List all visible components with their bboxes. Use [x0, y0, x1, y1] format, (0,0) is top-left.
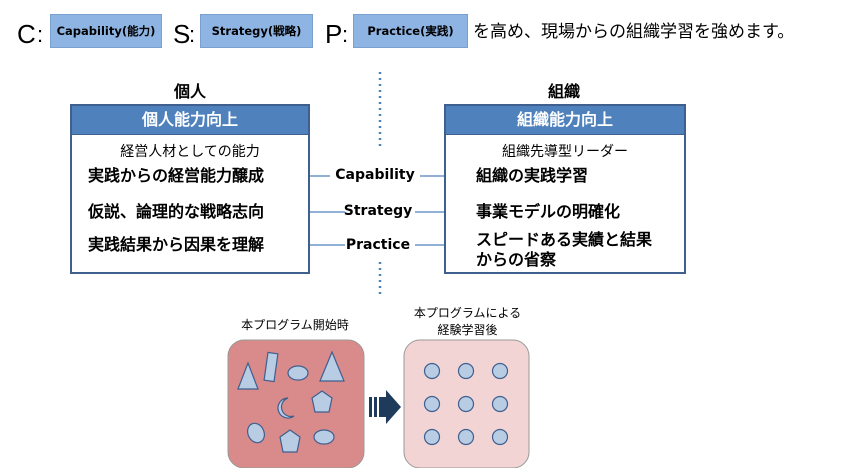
right-row-3b: からの省察 [476, 250, 557, 269]
moon-shape [277, 397, 295, 419]
practice-box: Practice(実践) [353, 14, 468, 48]
s-letter: S [173, 19, 191, 49]
triangle-shape-2 [319, 350, 345, 382]
c-letter: C [17, 19, 36, 49]
tagline: を高め、現場からの組織学習を強めます。 [473, 22, 795, 42]
p-letter: P [325, 19, 343, 49]
right-row-1: 組織の実践学習 [476, 166, 589, 185]
label-strategy: Strategy [343, 203, 413, 219]
left-row-1: 実践からの経営能力醸成 [88, 166, 265, 185]
triangle-shape [237, 361, 259, 390]
arrow-stripe-1 [369, 397, 372, 417]
c-colon: : [37, 22, 44, 47]
strategy-box: Strategy(戦略) [200, 14, 313, 48]
oval-shape [287, 365, 309, 381]
after-caption-line1: 本プログラムによる [413, 306, 522, 320]
arrow-stripe-2 [374, 397, 377, 417]
left-panel-header: 個人能力向上 [72, 106, 308, 135]
before-caption: 本プログラム開始時 [241, 318, 349, 332]
label-practice: Practice [345, 237, 411, 253]
left-row-3: 実践結果から因果を理解 [88, 235, 265, 254]
right-panel-subtitle: 組織先導型リーダー [502, 144, 628, 160]
left-panel: 個人能力向上 経営人材としての能力 [70, 104, 310, 274]
pentagon-shape-2 [279, 429, 301, 453]
circle-grid [423, 362, 509, 446]
right-row-2: 事業モデルの明確化 [476, 202, 621, 221]
right-title: 組織 [547, 82, 580, 101]
right-panel-header: 組織能力向上 [446, 106, 684, 135]
right-arrow-icon [379, 390, 401, 424]
right-row-3a: スピードある実績と結果 [476, 230, 653, 249]
rect-shape [263, 351, 279, 383]
p-colon: : [342, 22, 349, 47]
oval-shape-2 [313, 429, 335, 445]
left-title: 個人 [173, 82, 206, 101]
label-capability: Capability [335, 167, 415, 183]
left-row-2: 仮説、論理的な戦略志向 [88, 202, 265, 221]
pentagon-shape [311, 390, 333, 413]
left-panel-subtitle: 経営人材としての能力 [120, 144, 260, 160]
capability-box: Capability(能力) [50, 14, 162, 48]
after-caption-line2: 経験学習後 [437, 323, 498, 337]
s-colon: : [189, 22, 196, 47]
right-panel: 組織能力向上 組織先導型リーダー [444, 104, 686, 274]
tilted-oval-shape [247, 422, 265, 444]
